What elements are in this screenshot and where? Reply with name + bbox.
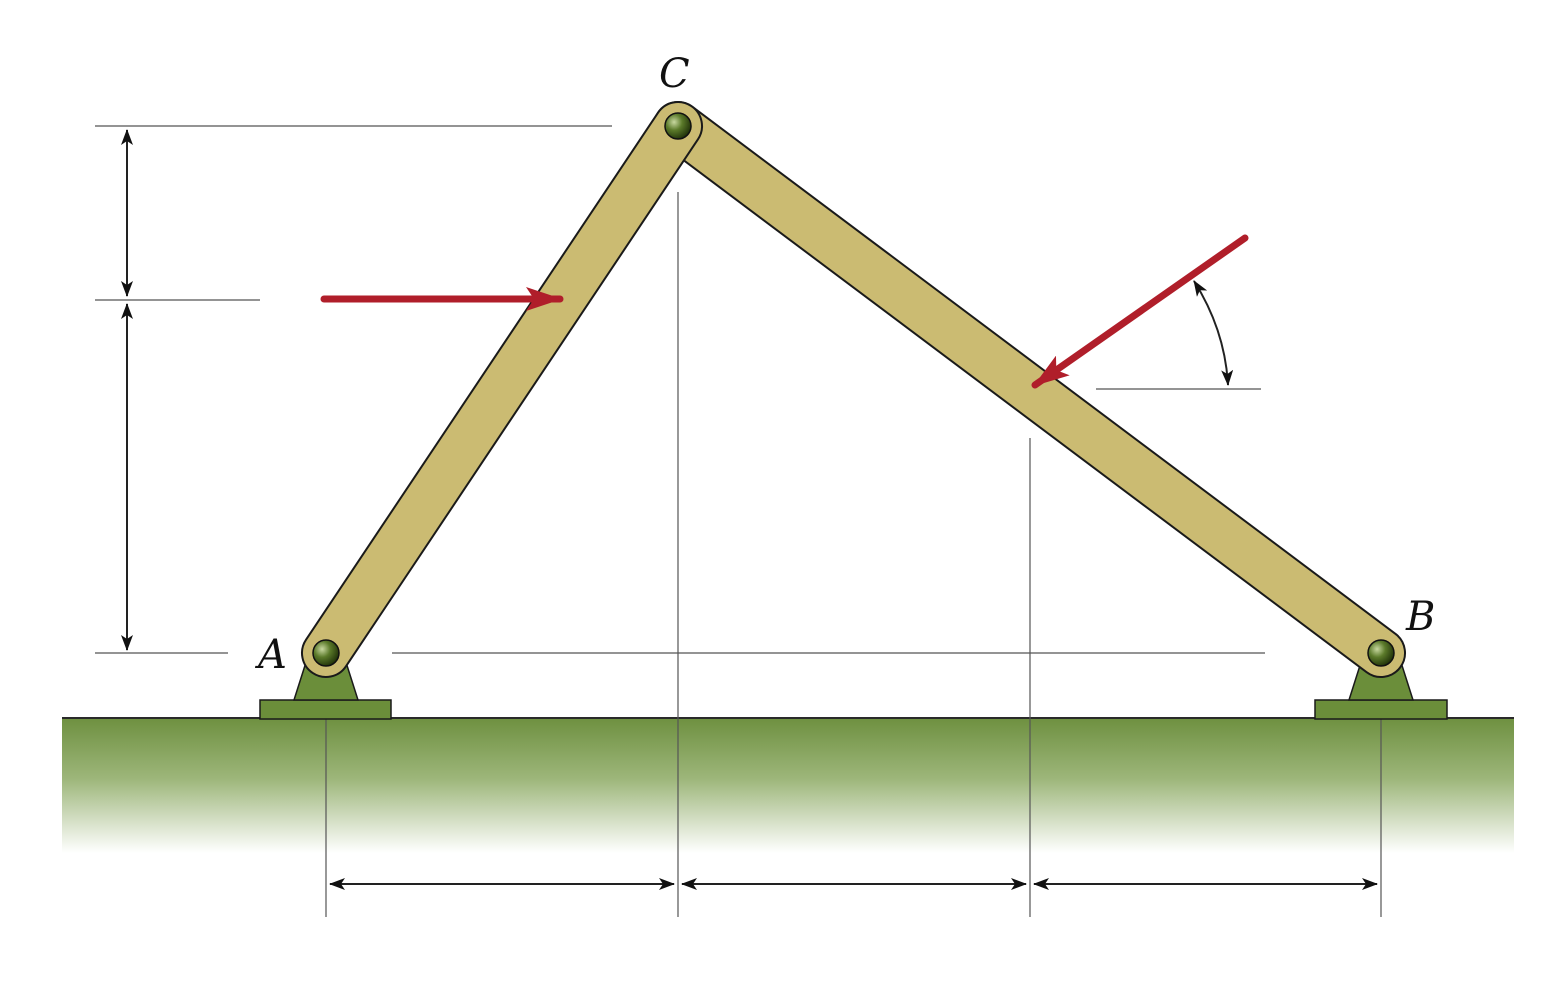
force-arrow-inclined [1031,234,1249,389]
label-point-b: B [1405,594,1435,640]
pin-a [312,639,340,667]
support-b-base [1314,699,1448,720]
pin-c [664,112,692,140]
label-point-c: C [659,51,690,97]
angle-arc [1193,280,1234,386]
force-arrows [320,234,1249,389]
pins [312,112,1395,667]
support-a-base [259,699,392,720]
ground [62,718,1514,853]
dimension-lines [121,129,1378,890]
pin-b [1367,639,1395,667]
member-ac [301,100,703,678]
label-point-a: A [254,632,287,678]
frame-members [301,100,1407,678]
